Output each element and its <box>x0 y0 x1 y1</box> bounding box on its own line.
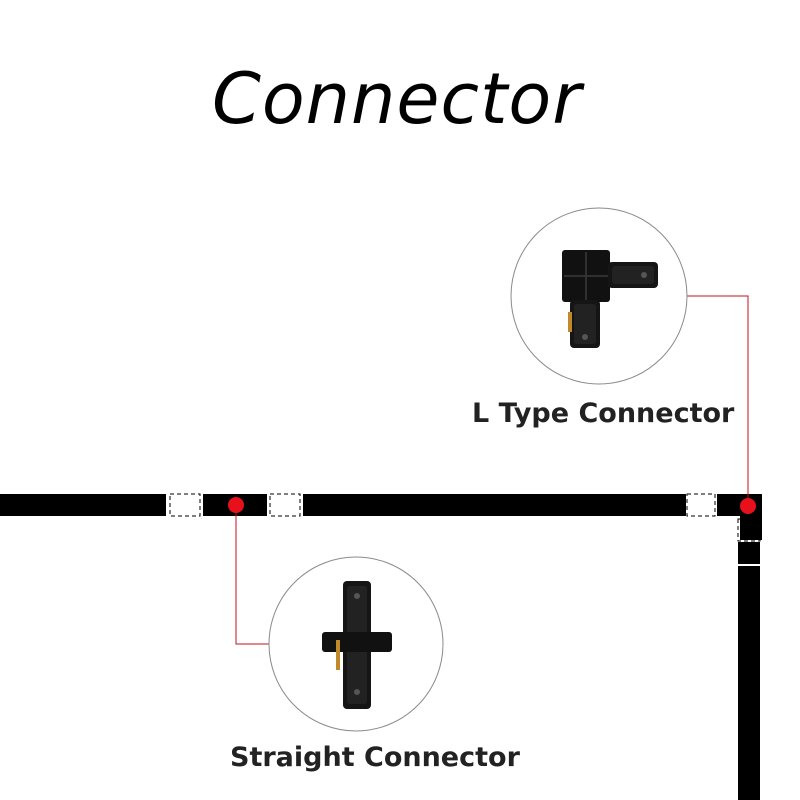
track-segment-middle <box>303 494 686 516</box>
track-segment-vertical <box>738 566 760 800</box>
straight-connector-leader-line <box>235 513 270 645</box>
l-type-connector-label: L Type Connector <box>472 398 735 429</box>
straight-connector-label: Straight Connector <box>230 742 520 773</box>
track-segment-left <box>0 494 166 516</box>
l-connector-leader-line <box>686 295 749 498</box>
page-title: Connector <box>211 58 583 140</box>
straight-connector-icon <box>322 581 392 709</box>
l-connector-lower <box>738 542 760 564</box>
straight-connector-marker <box>228 497 244 513</box>
l-type-connector-icon <box>562 250 658 348</box>
l-connector-block <box>717 494 762 540</box>
l-connector-marker <box>740 498 756 514</box>
